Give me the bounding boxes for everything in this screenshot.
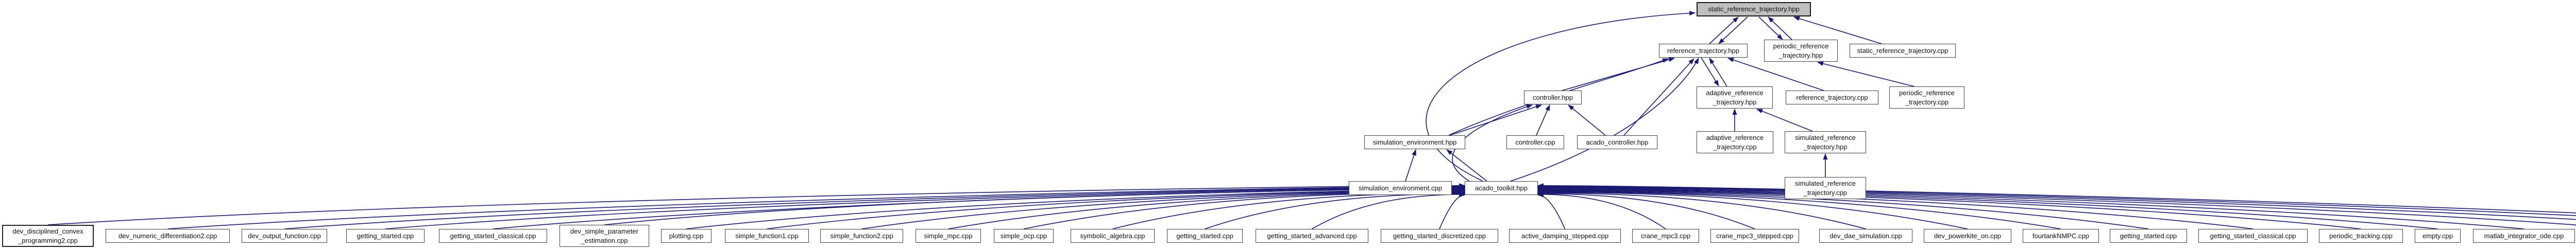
graph-node-crane-mpc3-stepped-cpp[interactable]: crane_mpc3_stepped.cpp bbox=[1710, 229, 1799, 243]
graph-node-getting-started-advanced-cpp[interactable]: getting_started_advanced.cpp bbox=[1256, 229, 1368, 243]
graph-node-active-damping-stepped-cpp[interactable]: active_damping_stepped.cpp bbox=[1509, 229, 1621, 243]
graph-node-acado-toolkit-hpp[interactable]: acado_toolkit.hpp bbox=[1465, 181, 1538, 195]
graph-edge bbox=[1537, 187, 2361, 229]
graph-edge bbox=[1718, 16, 1748, 44]
graph-edge bbox=[1537, 186, 2524, 229]
graph-edge bbox=[1205, 191, 1465, 229]
graph-node-matlab-integrator-ode-cpp[interactable]: matlab_integrator_ode.cpp bbox=[2473, 229, 2575, 243]
graph-edge bbox=[1537, 191, 1755, 229]
graph-node-simple-function2-cpp[interactable]: simple_function2.cpp bbox=[820, 229, 903, 243]
graph-edge bbox=[1537, 190, 1968, 229]
graph-node-getting-started-cpp-1[interactable]: getting_started.cpp bbox=[346, 229, 425, 243]
graph-node-dev-dae-simulation-cpp[interactable]: dev_dae_simulation.cpp bbox=[1819, 229, 1912, 243]
graph-node-simulated-reference-trajectory-hpp[interactable]: simulated_reference _trajectory.hpp bbox=[1785, 131, 1866, 153]
graph-edge bbox=[1449, 104, 1542, 136]
graph-edge bbox=[1537, 184, 2576, 216]
graph-node-simple-mpc-cpp-1[interactable]: simple_mpc.cpp bbox=[916, 229, 981, 243]
graph-edge bbox=[1793, 16, 1882, 44]
graph-node-static-reference-trajectory-hpp[interactable]: static_reference_trajectory.hpp bbox=[1697, 2, 1811, 16]
graph-edge bbox=[1756, 109, 1813, 132]
graph-edge bbox=[1510, 58, 1699, 182]
graph-node-reference-trajectory-hpp[interactable]: reference_trajectory.hpp bbox=[1659, 44, 1748, 58]
graph-node-empty-cpp[interactable]: empty.cpp bbox=[2415, 229, 2461, 243]
graph-node-simulated-reference-trajectory-cpp[interactable]: simulated_reference _trajectory.cpp bbox=[1785, 177, 1866, 199]
graph-node-simulation-environment-cpp[interactable]: simulation_environment.cpp bbox=[1349, 181, 1452, 195]
graph-edge bbox=[1426, 11, 1696, 182]
graph-edge bbox=[1537, 188, 2149, 229]
graph-node-periodic-reference-trajectory-cpp[interactable]: periodic_reference _trajectory.cpp bbox=[1889, 86, 1964, 109]
graph-node-simple-ocp-cpp-1[interactable]: simple_ocp.cpp bbox=[994, 229, 1054, 243]
graph-edge bbox=[1537, 183, 2576, 214]
graph-edge bbox=[1537, 184, 2576, 220]
graph-edge bbox=[1446, 149, 1487, 182]
graph-node-acado-controller-hpp[interactable]: acado_controller.hpp bbox=[1577, 135, 1657, 149]
graph-edge bbox=[1709, 58, 1727, 87]
graph-edge bbox=[1537, 188, 2253, 229]
graph-edge bbox=[1817, 61, 1914, 87]
graph-node-adaptive-reference-trajectory-hpp[interactable]: adaptive_reference _trajectory.hpp bbox=[1697, 86, 1773, 109]
graph-node-dev-disciplined-convex-programming2-cpp[interactable]: dev_disciplined_convex _programming2.cpp bbox=[2, 225, 94, 247]
graph-node-controller-cpp[interactable]: controller.cpp bbox=[1506, 135, 1564, 149]
graph-node-getting-started-classical-cpp-2[interactable]: getting_started_classical.cpp bbox=[2198, 229, 2308, 243]
graph-node-adaptive-reference-trajectory-cpp[interactable]: adaptive_reference _trajectory.cpp bbox=[1697, 131, 1773, 153]
graph-edge bbox=[1537, 192, 1566, 229]
graph-node-dev-simple-parameter-estimation-cpp[interactable]: dev_simple_parameter _estimation.cpp bbox=[560, 225, 649, 247]
graph-edge bbox=[1536, 104, 1550, 136]
graph-node-dev-powerkite-on-cpp[interactable]: dev_powerkite_on.cpp bbox=[1924, 229, 2011, 243]
graph-edge bbox=[1758, 16, 1783, 40]
graph-edge bbox=[1405, 149, 1416, 182]
graph-edge bbox=[1537, 186, 2438, 229]
graph-edge bbox=[1537, 189, 2061, 229]
graph-edge bbox=[1537, 192, 1666, 229]
graph-edge bbox=[767, 188, 1465, 229]
graph-edge bbox=[1727, 58, 1824, 91]
graph-node-getting-started-discretized-cpp[interactable]: getting_started_discretized.cpp bbox=[1381, 229, 1498, 243]
graph-node-getting-started-classical-cpp-1[interactable]: getting_started_classical.cpp bbox=[439, 229, 547, 243]
graph-edge bbox=[1562, 57, 1675, 91]
graph-node-symbolic-algebra-cpp[interactable]: symbolic_algebra.cpp bbox=[1071, 229, 1155, 243]
graph-node-static-reference-trajectory-cpp[interactable]: static_reference_trajectory.cpp bbox=[1850, 44, 1956, 58]
graph-node-crane-mpc3-cpp[interactable]: crane_mpc3.cpp bbox=[1632, 229, 1699, 243]
graph-edge bbox=[1537, 185, 2576, 226]
graph-node-getting-started-cpp-3[interactable]: getting_started.cpp bbox=[2110, 229, 2187, 243]
graph-edge bbox=[1709, 16, 1739, 44]
graph-node-simple-function1-cpp[interactable]: simple_function1.cpp bbox=[725, 229, 809, 243]
graph-node-periodic-tracking-cpp[interactable]: periodic_tracking.cpp bbox=[2319, 229, 2403, 243]
graph-node-periodic-reference-trajectory-hpp[interactable]: periodic_reference _trajectory.hpp bbox=[1764, 40, 1838, 62]
graph-edge bbox=[1701, 57, 1719, 86]
graph-node-plotting-cpp[interactable]: plotting.cpp bbox=[661, 229, 711, 243]
graph-node-simulation-environment-hpp[interactable]: simulation_environment.hpp bbox=[1364, 135, 1465, 149]
graph-edge bbox=[1623, 58, 1694, 136]
graph-node-dev-numeric-differentiation2-cpp[interactable]: dev_numeric_differentiation2.cpp bbox=[106, 229, 230, 243]
graph-edge bbox=[47, 183, 1465, 225]
graph-node-dev-output-function-cpp[interactable]: dev_output_function.cpp bbox=[242, 229, 327, 243]
graph-node-controller-hpp[interactable]: controller.hpp bbox=[1524, 91, 1582, 104]
graph-node-reference-trajectory-cpp[interactable]: reference_trajectory.cpp bbox=[1786, 91, 1878, 104]
graph-edge bbox=[1568, 104, 1606, 136]
graph-edge bbox=[1768, 16, 1792, 40]
graph-node-fourtankNMPC-cpp[interactable]: fourtankNMPC.cpp bbox=[2023, 229, 2099, 243]
graph-edge bbox=[1537, 190, 1866, 229]
graph-edge bbox=[1439, 192, 1465, 229]
graph-node-getting-started-cpp-2[interactable]: getting_started.cpp bbox=[1167, 229, 1243, 243]
